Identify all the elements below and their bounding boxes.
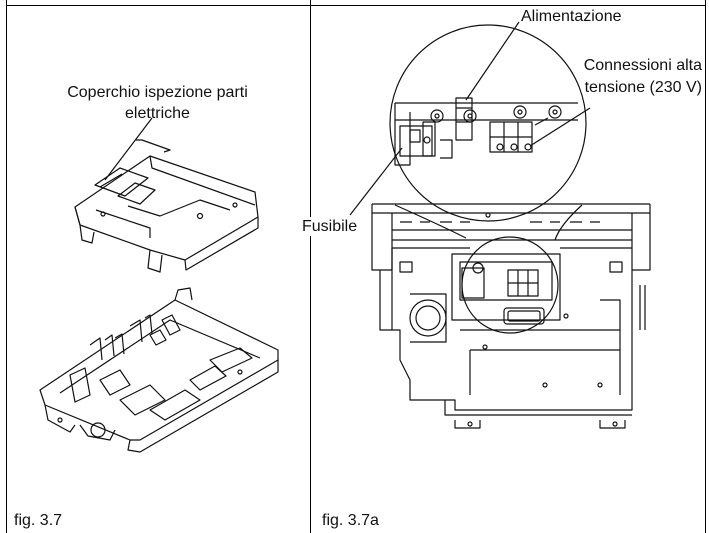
magnified-terminal-detail xyxy=(394,97,578,166)
figure-frame xyxy=(6,0,706,533)
boiler-front-drawing xyxy=(371,203,651,429)
inspection-cover-drawing xyxy=(74,139,259,273)
panel-divider xyxy=(310,0,311,533)
detail-focus-circle xyxy=(461,236,559,334)
top-rule xyxy=(6,5,706,6)
high-voltage-label-line2: tensione (230 V) xyxy=(584,79,702,96)
cover-leader-line xyxy=(104,117,153,181)
inspection-cover-label-line1: Coperchio ispezione parti xyxy=(67,84,248,101)
magnifier-circle xyxy=(389,24,587,222)
fuse-leader-line xyxy=(349,147,403,216)
fuse-label: Fusibile xyxy=(300,217,360,236)
electrical-box-drawing xyxy=(39,287,279,453)
power-supply-label: Alimentazione xyxy=(521,8,622,25)
power-leader-line xyxy=(465,21,520,101)
figure-caption-right: fig. 3.7a xyxy=(322,512,379,529)
hv-leader-line xyxy=(529,107,591,147)
high-voltage-label-line1: Connessioni alta xyxy=(583,57,702,74)
magnifier-connector-lines xyxy=(394,204,583,241)
figure-caption-left: fig. 3.7 xyxy=(14,512,63,529)
inspection-cover-label-line2: elettriche xyxy=(125,105,190,122)
